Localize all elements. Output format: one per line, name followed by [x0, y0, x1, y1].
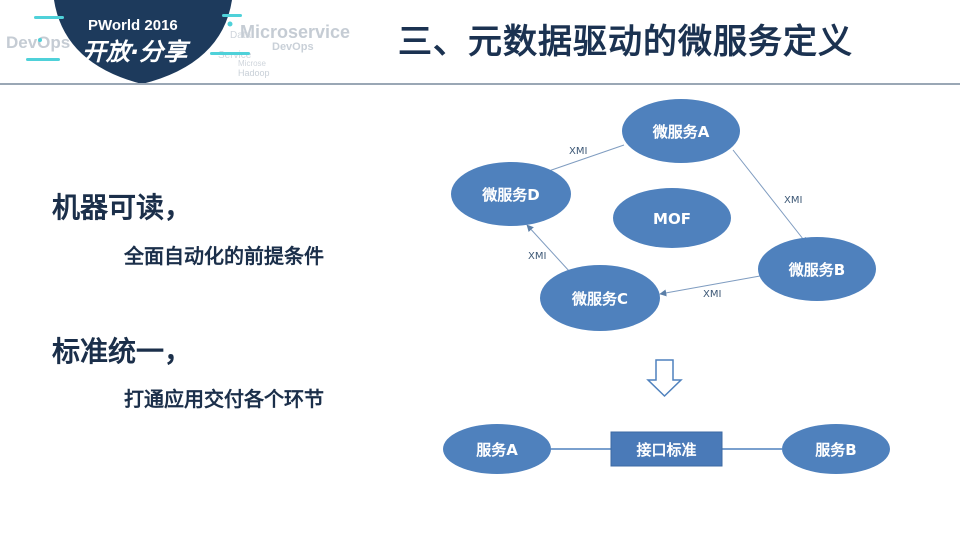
point-1-subtitle: 全面自动化的前提条件 — [124, 244, 324, 268]
node-c-label: 微服务C — [571, 290, 628, 308]
node-a: 微服务A — [622, 99, 740, 163]
logo-badge — [54, 0, 232, 84]
bottom-service-a: 服务A — [443, 424, 551, 474]
node-d: 微服务D — [451, 162, 571, 226]
logo: DevOps Microservice DevOps Hadoop Micros… — [0, 0, 380, 84]
logo-bg-word: DevOps — [6, 33, 70, 52]
slide-title: 三、元数据驱动的微服务定义 — [398, 22, 853, 62]
edge-label-a-d: XMI — [569, 146, 587, 157]
node-a-label: 微服务A — [652, 123, 710, 141]
node-d-label: 微服务D — [481, 186, 539, 204]
edge-c-to-d — [526, 224, 571, 273]
logo-bg-word: Hadoop — [238, 68, 270, 78]
edge-b-to-c — [659, 275, 761, 297]
bottom-service-b: 服务B — [782, 424, 890, 474]
point-2-title: 标准统一， — [52, 335, 193, 368]
edge-label-c-d: XMI — [528, 251, 546, 262]
node-mof-label: MOF — [653, 210, 691, 228]
header-divider — [0, 83, 960, 85]
edge-a-to-b — [732, 149, 808, 245]
bottom-service-a-label: 服务A — [476, 441, 518, 459]
edge-a-to-d — [539, 144, 625, 176]
node-c: 微服务C — [540, 265, 660, 331]
node-mof: MOF — [613, 188, 731, 248]
logo-bg-word: Data — [230, 30, 252, 41]
edge-label-b-c: XMI — [703, 289, 721, 300]
logo-slogan: 开放·分享 — [82, 38, 191, 66]
logo-bg-word: Microse — [238, 59, 267, 68]
point-2-subtitle: 打通应用交付各个环节 — [124, 387, 324, 411]
logo-bg-word: Microservice — [240, 22, 350, 42]
node-b-label: 微服务B — [788, 261, 845, 279]
logo-bg-word: Service — [218, 50, 252, 61]
logo-bg-word: DevOps — [272, 41, 314, 53]
logo-brand: PWorld 2016 — [88, 17, 178, 34]
bottom-service-b-label: 服务B — [815, 441, 856, 459]
node-b: 微服务B — [758, 237, 876, 301]
down-arrow-icon — [646, 359, 683, 398]
interface-standard-label: 接口标准 — [636, 441, 696, 459]
interface-standard-box: 接口标准 — [610, 431, 723, 467]
edge-label-a-b: XMI — [784, 195, 802, 206]
point-1-title: 机器可读， — [52, 191, 193, 224]
